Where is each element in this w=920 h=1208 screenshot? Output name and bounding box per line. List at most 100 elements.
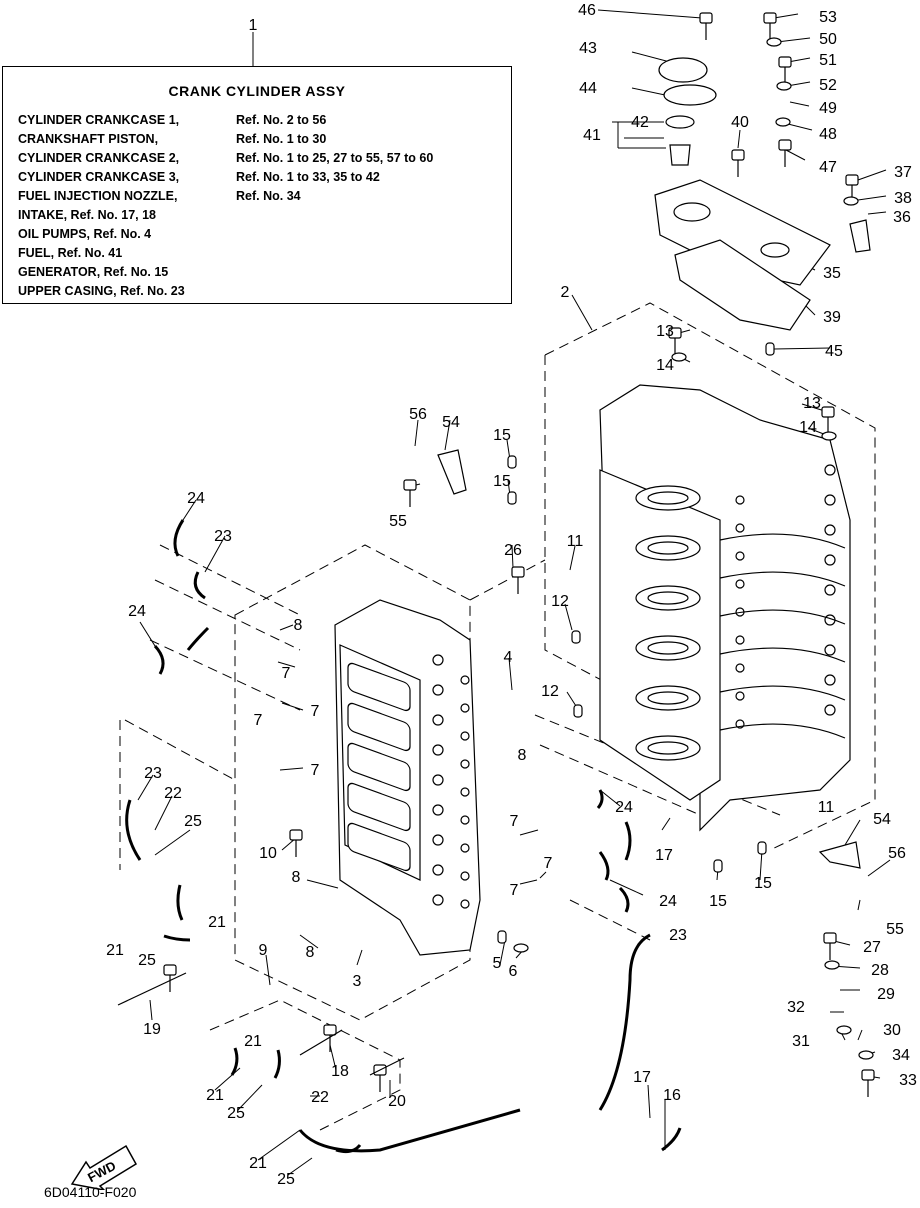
- leader-line: [204, 535, 226, 573]
- cylinder-rib: [719, 647, 846, 663]
- leader-line: [566, 691, 577, 707]
- callout-label: 7: [311, 762, 320, 779]
- callout-label: 10: [259, 845, 277, 862]
- dowel-pin: [507, 491, 517, 505]
- callout-label: 55: [389, 513, 407, 530]
- leader-line: [844, 819, 861, 846]
- callout-label: 17: [655, 847, 673, 864]
- reference-row: GENERATOR, Ref. No. 15: [18, 265, 168, 279]
- dowel-pin: [765, 342, 775, 356]
- bolt: [403, 479, 417, 491]
- bracket: [437, 449, 467, 495]
- dowel-pin: [497, 930, 507, 944]
- reference-row-name: OIL PUMPS, Ref. No. 4: [18, 227, 152, 241]
- callout-label: 7: [282, 665, 291, 682]
- callout-label: 16: [663, 1087, 681, 1104]
- leader-line: [279, 624, 294, 631]
- callout-label: 25: [277, 1171, 295, 1188]
- callout-label: 5: [493, 955, 502, 972]
- long-bolt: [369, 1057, 405, 1076]
- bolt: [763, 12, 777, 24]
- washer: [824, 960, 840, 970]
- fuel-fitting: [669, 144, 691, 166]
- leader-line: [154, 829, 191, 856]
- callout-label: 15: [493, 427, 511, 444]
- callout-label: 54: [442, 414, 460, 431]
- callout-label: 12: [541, 683, 559, 700]
- cylinder-rib: [719, 685, 846, 701]
- callout-label: 42: [631, 114, 649, 131]
- callout-label: 56: [409, 406, 427, 423]
- callout-label: 22: [311, 1089, 329, 1106]
- bolt: [821, 406, 835, 418]
- leader-line: [149, 999, 153, 1021]
- reference-row-ref: Ref. No. 1 to 25, 27 to 55, 57 to 60: [236, 151, 434, 165]
- dash-line: [149, 639, 301, 711]
- callout-label: 17: [633, 1069, 651, 1086]
- callout-label: 35: [823, 265, 841, 282]
- leader-line: [519, 829, 539, 836]
- reference-row-name: INTAKE, Ref. No. 17, 18: [18, 208, 156, 222]
- reference-row-name: CYLINDER CRANKCASE 3,: [18, 170, 180, 184]
- callout-label: 8: [306, 944, 315, 961]
- callout-label: 13: [656, 323, 674, 340]
- dowel-pin: [713, 859, 723, 873]
- dash-line: [469, 559, 546, 601]
- callout-label: 19: [143, 1021, 161, 1038]
- callout-label: 6: [509, 963, 518, 980]
- callout-label: 29: [877, 986, 895, 1003]
- bolt-boss: [824, 584, 836, 596]
- leader-line: [539, 871, 547, 879]
- cylinder-rib: [719, 723, 846, 739]
- bolt-boss: [824, 524, 836, 536]
- dowel-pin: [571, 630, 581, 644]
- reference-row-name: CYLINDER CRANKCASE 1,: [18, 113, 180, 127]
- reference-row-name: FUEL INJECTION NOZZLE,: [18, 189, 178, 203]
- leader-line: [867, 859, 891, 877]
- callout-label: 7: [510, 882, 519, 899]
- cover-gasket: [663, 84, 717, 106]
- port-opening: [347, 702, 411, 752]
- leader-line: [773, 347, 831, 350]
- bolt-boss: [460, 675, 470, 685]
- reference-row-name: FUEL, Ref. No. 41: [18, 246, 123, 260]
- callout-label: 24: [615, 799, 633, 816]
- hose: [273, 1049, 281, 1079]
- callout-label: 14: [799, 419, 817, 436]
- hose: [193, 571, 206, 600]
- callout-label: 24: [659, 893, 677, 910]
- reference-row: OIL PUMPS, Ref. No. 4: [18, 227, 151, 241]
- reference-row: FUEL INJECTION NOZZLE,Ref. No. 34: [18, 189, 301, 203]
- washer: [821, 431, 837, 441]
- callout-label: 28: [871, 962, 889, 979]
- bolt-boss: [824, 644, 836, 656]
- long-bolt: [299, 1029, 343, 1056]
- hose: [163, 934, 191, 942]
- top-gasket: [674, 239, 811, 331]
- bearing-journal-inner: [647, 491, 689, 505]
- leader-line: [444, 419, 451, 451]
- bolt-boss: [460, 899, 470, 909]
- cover-opening: [673, 202, 711, 222]
- bolt-boss: [824, 494, 836, 506]
- callout-label: 26: [504, 542, 522, 559]
- bolt-boss: [432, 684, 444, 696]
- hose: [618, 886, 630, 913]
- leader-line: [414, 419, 419, 447]
- bolt-boss: [460, 731, 470, 741]
- bolt-boss: [735, 635, 745, 645]
- callout-label: 24: [128, 603, 146, 620]
- callout-label: 3: [353, 973, 362, 990]
- bearing-journal-inner: [647, 591, 689, 605]
- dowel-pin: [757, 841, 767, 855]
- bolt: [699, 12, 713, 24]
- cylinder-rib: [719, 571, 846, 587]
- reference-table: CRANK CYLINDER ASSY CYLINDER CRANKCASE 1…: [2, 66, 512, 304]
- bracket: [818, 841, 861, 869]
- leader-line: [857, 899, 861, 911]
- callout-label: 7: [254, 712, 263, 729]
- callout-label: 2: [561, 284, 570, 301]
- bolt: [845, 174, 859, 186]
- bolt: [823, 932, 837, 944]
